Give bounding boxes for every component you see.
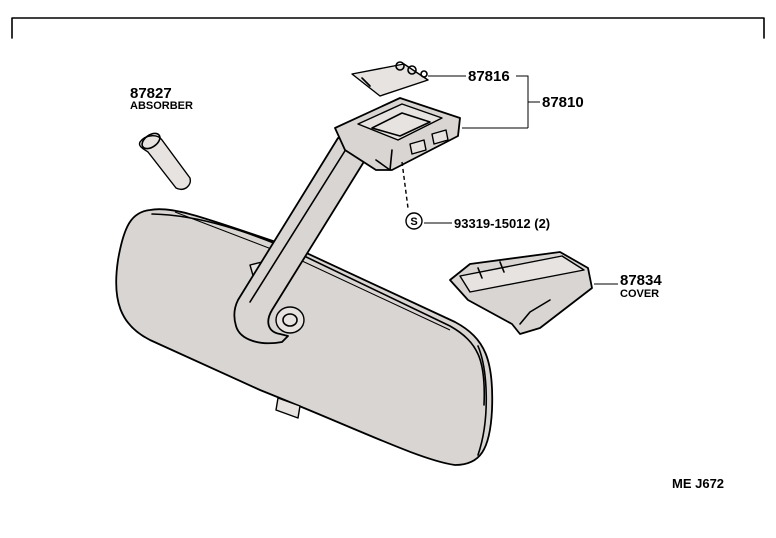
- absorber-number: 87827: [130, 85, 172, 102]
- frame-top-border: [11, 17, 765, 39]
- screw-number: 93319-15012 (2): [454, 216, 550, 231]
- screw-axis-line: [401, 161, 409, 209]
- holder-bracket: [334, 97, 461, 171]
- cover-name: COVER: [620, 288, 659, 300]
- mirror-arm: [233, 137, 366, 345]
- holder-plate: [351, 61, 429, 97]
- holder-assy-number: 87810: [542, 94, 584, 111]
- cover-number: 87834: [620, 272, 662, 289]
- leader-lines: [424, 75, 618, 285]
- screw-symbol: S: [405, 212, 423, 230]
- absorber-name: ABSORBER: [130, 100, 193, 112]
- absorber-part: [138, 132, 191, 190]
- leader-87810-bracket: [516, 75, 529, 128]
- holder-plate-number: 87816: [468, 68, 510, 85]
- cover-part: [449, 251, 593, 335]
- diagram-code: ME J672: [672, 476, 724, 491]
- screw-symbol-letter: S: [410, 216, 417, 228]
